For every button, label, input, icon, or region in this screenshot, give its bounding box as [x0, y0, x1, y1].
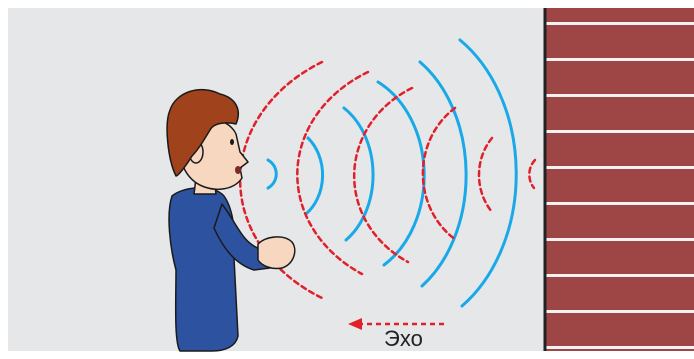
mortar-line [546, 166, 694, 169]
mortar-line [546, 94, 694, 97]
boy-mouth [235, 166, 241, 174]
mortar-line [546, 22, 694, 25]
mortar-line [546, 58, 694, 61]
boy-eye [230, 139, 234, 145]
mortar-line [546, 130, 694, 133]
mortar-line [546, 346, 694, 349]
mortar-line [546, 202, 694, 205]
mortar-line [546, 238, 694, 241]
mortar-line [546, 310, 694, 313]
brick-wall [545, 8, 694, 351]
boy-hands [258, 237, 295, 269]
mortar-line [546, 274, 694, 277]
echo-label: Эхо [384, 326, 423, 352]
